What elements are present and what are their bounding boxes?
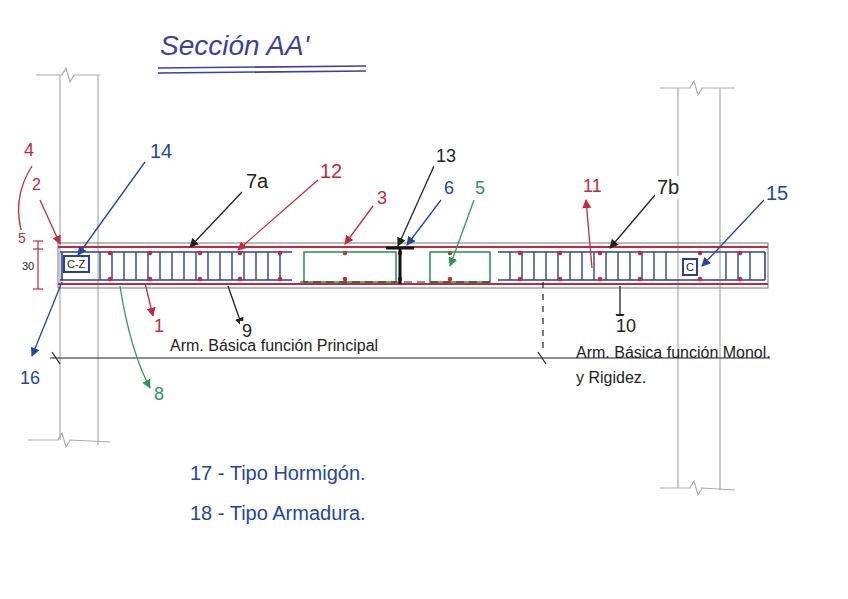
stirrup bbox=[147, 252, 148, 280]
note-text: 18 - Tipo Armadura. bbox=[188, 502, 368, 525]
callout-number: 8 bbox=[152, 384, 166, 405]
rebar-dot bbox=[108, 277, 113, 282]
stirrup bbox=[749, 252, 750, 280]
rebar-dot bbox=[238, 251, 243, 256]
column-box: C bbox=[682, 258, 698, 276]
stirrup bbox=[653, 252, 654, 280]
stirrup bbox=[195, 252, 196, 280]
callout-number: 3 bbox=[375, 188, 389, 209]
column-box: C-Z bbox=[63, 255, 90, 273]
callout-number: 30 bbox=[20, 260, 36, 273]
rebar-dot bbox=[148, 277, 153, 282]
rebar-dot bbox=[558, 277, 563, 282]
callout-number: 2 bbox=[30, 176, 43, 194]
rebar-dot bbox=[198, 251, 203, 256]
node-text: C-Z bbox=[67, 258, 85, 270]
callout-number: 15 bbox=[764, 182, 790, 205]
stirrup bbox=[605, 252, 606, 280]
rebar-dot bbox=[343, 277, 348, 282]
rebar-dot bbox=[598, 251, 603, 256]
stirrup bbox=[665, 252, 666, 280]
stirrup bbox=[171, 252, 172, 280]
note-text: 17 - Tipo Hormigón. bbox=[188, 462, 368, 485]
rebar-dot bbox=[598, 277, 603, 282]
stirrup bbox=[545, 252, 546, 280]
rebar-dot bbox=[278, 277, 283, 282]
stirrup bbox=[99, 252, 100, 280]
callout-number: 16 bbox=[18, 368, 42, 389]
stirrup bbox=[737, 252, 738, 280]
callout-number: 7b bbox=[655, 176, 681, 199]
section-title: Sección AA' bbox=[160, 30, 309, 62]
stirrup bbox=[509, 252, 510, 280]
callout-number: 10 bbox=[614, 316, 638, 337]
stirrup bbox=[617, 252, 618, 280]
stirrup bbox=[123, 252, 124, 280]
rebar-dot bbox=[738, 277, 743, 282]
callout-number: 4 bbox=[22, 140, 36, 161]
rebar-dot bbox=[518, 251, 523, 256]
rebar-dot bbox=[448, 277, 453, 282]
rebar-dot bbox=[738, 251, 743, 256]
callout-number: 1 bbox=[152, 316, 166, 337]
rebar-dot bbox=[638, 277, 643, 282]
stirrup bbox=[581, 252, 582, 280]
stirrup bbox=[557, 252, 558, 280]
stirrup bbox=[569, 252, 570, 280]
rebar-dot bbox=[518, 277, 523, 282]
stirrup bbox=[159, 252, 160, 280]
stirrup bbox=[725, 252, 726, 280]
rebar-dot bbox=[638, 251, 643, 256]
callout-number: 14 bbox=[148, 140, 174, 163]
stirrup bbox=[533, 252, 534, 280]
callout-number: 7a bbox=[244, 170, 270, 193]
stirrup bbox=[231, 252, 232, 280]
stirrup bbox=[593, 252, 594, 280]
stirrup bbox=[255, 252, 256, 280]
stirrup bbox=[183, 252, 184, 280]
rebar-dot bbox=[278, 251, 283, 256]
stirrup bbox=[629, 252, 630, 280]
rebar-dot bbox=[148, 251, 153, 256]
callout-number: 6 bbox=[442, 178, 456, 199]
stirrup bbox=[279, 252, 280, 280]
stirrup bbox=[207, 252, 208, 280]
rebar-dot bbox=[698, 277, 703, 282]
stirrup bbox=[111, 252, 112, 280]
stirrup bbox=[641, 252, 642, 280]
stirrup bbox=[135, 252, 136, 280]
callout-number: 5 bbox=[473, 178, 487, 199]
rebar-dot bbox=[558, 251, 563, 256]
callout-number: 5 bbox=[16, 230, 28, 246]
stirrup bbox=[243, 252, 244, 280]
note-text: Arm. Básica función Monol. y Rigidez. bbox=[574, 341, 783, 391]
stirrup bbox=[267, 252, 268, 280]
node-text: C bbox=[686, 261, 694, 273]
rebar-dot bbox=[198, 277, 203, 282]
stirrup bbox=[219, 252, 220, 280]
callout-number: 13 bbox=[434, 146, 458, 167]
callout-number: 11 bbox=[581, 176, 604, 197]
callout-number: 12 bbox=[318, 160, 344, 183]
stirrup bbox=[521, 252, 522, 280]
note-text: Arm. Básica función Principal bbox=[168, 337, 380, 355]
rebar-dot bbox=[238, 277, 243, 282]
rebar-dot bbox=[108, 251, 113, 256]
rebar-dot bbox=[698, 251, 703, 256]
